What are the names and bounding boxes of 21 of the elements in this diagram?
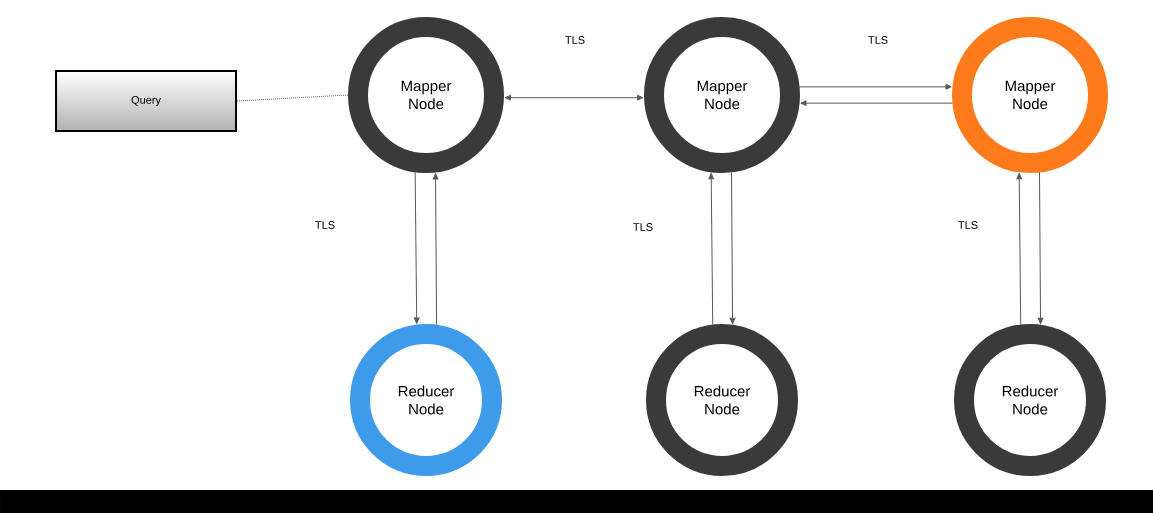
- node-ring: Mapper Node: [348, 17, 504, 173]
- arrow: [729, 171, 736, 324]
- query-box: Query: [55, 70, 237, 132]
- arrow: [504, 94, 644, 101]
- protocol-label: TLS: [565, 36, 585, 44]
- protocol-label: TLS: [633, 223, 653, 231]
- node-ring: Mapper Node: [952, 17, 1108, 173]
- arrow: [432, 173, 439, 326]
- arrow: [1016, 173, 1023, 326]
- arrow: [1037, 171, 1044, 324]
- arrow: [708, 173, 715, 326]
- node-ring: Reducer Node: [954, 324, 1106, 476]
- protocol-label: TLS: [315, 221, 335, 229]
- protocol-label: TLS: [868, 36, 888, 44]
- protocol-label: TLS: [958, 221, 978, 229]
- arrow: [800, 100, 953, 106]
- node-ring: Reducer Node: [350, 324, 502, 476]
- node-ring: Reducer Node: [646, 324, 798, 476]
- node-ring: Mapper Node: [644, 17, 800, 173]
- arrow: [413, 171, 420, 324]
- arrow: [799, 84, 952, 90]
